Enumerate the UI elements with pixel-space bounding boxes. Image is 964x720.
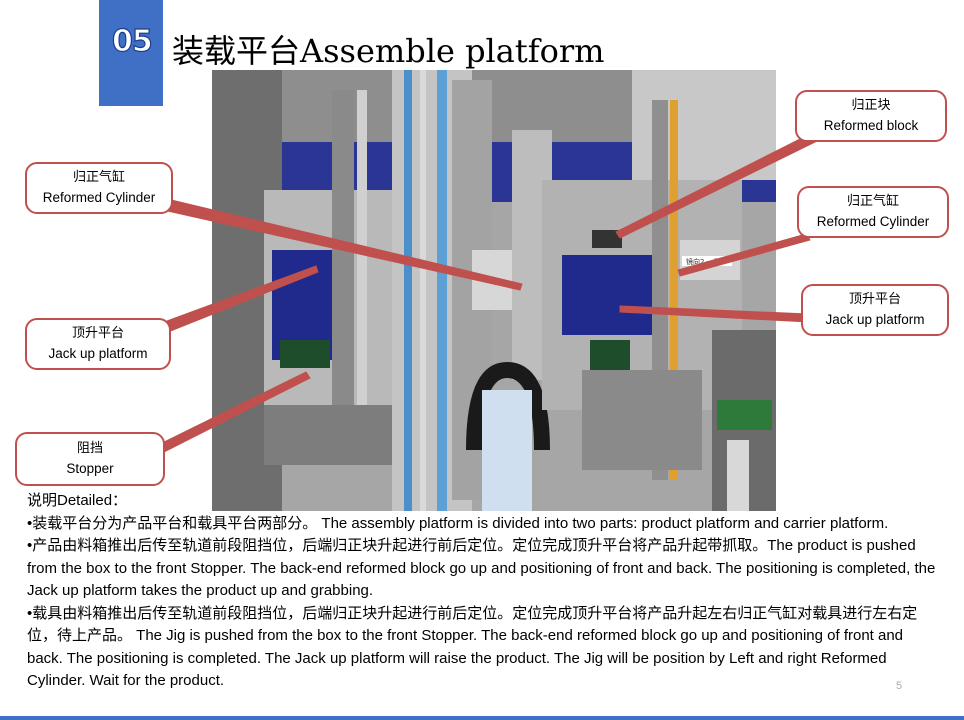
callout-reformed-block: 归正块 Reformed block: [795, 90, 947, 142]
bottom-accent-bar: [0, 716, 964, 720]
description-paragraph-3: •载具由料箱推出后传至轨道前段阻挡位，后端归正块升起进行前后定位。定位完成顶升平…: [27, 604, 918, 690]
photo-overlay-label: 镜向2 一子: [686, 257, 721, 266]
page-title: 装载平台Assemble platform: [172, 32, 605, 70]
description-paragraph-2: •产品由料箱推出后传至轨道前段阻挡位，后端归正块升起进行前后定位。定位完成顶升平…: [27, 537, 936, 599]
title-accent-block: [99, 0, 163, 106]
callout-stopper: 阻挡 Stopper: [15, 432, 165, 486]
description-block: 说明Detailed： •装载平台分为产品平台和载具平台两部分。 The ass…: [27, 490, 937, 693]
section-number: 05: [111, 23, 153, 59]
callout-reformed-cylinder-right: 归正气缸 Reformed Cylinder: [797, 186, 949, 238]
callout-reformed-cylinder-left: 归正气缸 Reformed Cylinder: [25, 162, 173, 214]
callout-jack-up-left: 顶升平台 Jack up platform: [25, 318, 171, 370]
callout-jack-up-right: 顶升平台 Jack up platform: [801, 284, 949, 336]
description-heading: 说明Detailed：: [27, 492, 128, 509]
page-number: 5: [896, 680, 903, 692]
machine-photo: 镜向2 一子: [212, 70, 776, 511]
description-paragraph-1: •装载平台分为产品平台和载具平台两部分。 The assembly platfo…: [27, 514, 889, 532]
